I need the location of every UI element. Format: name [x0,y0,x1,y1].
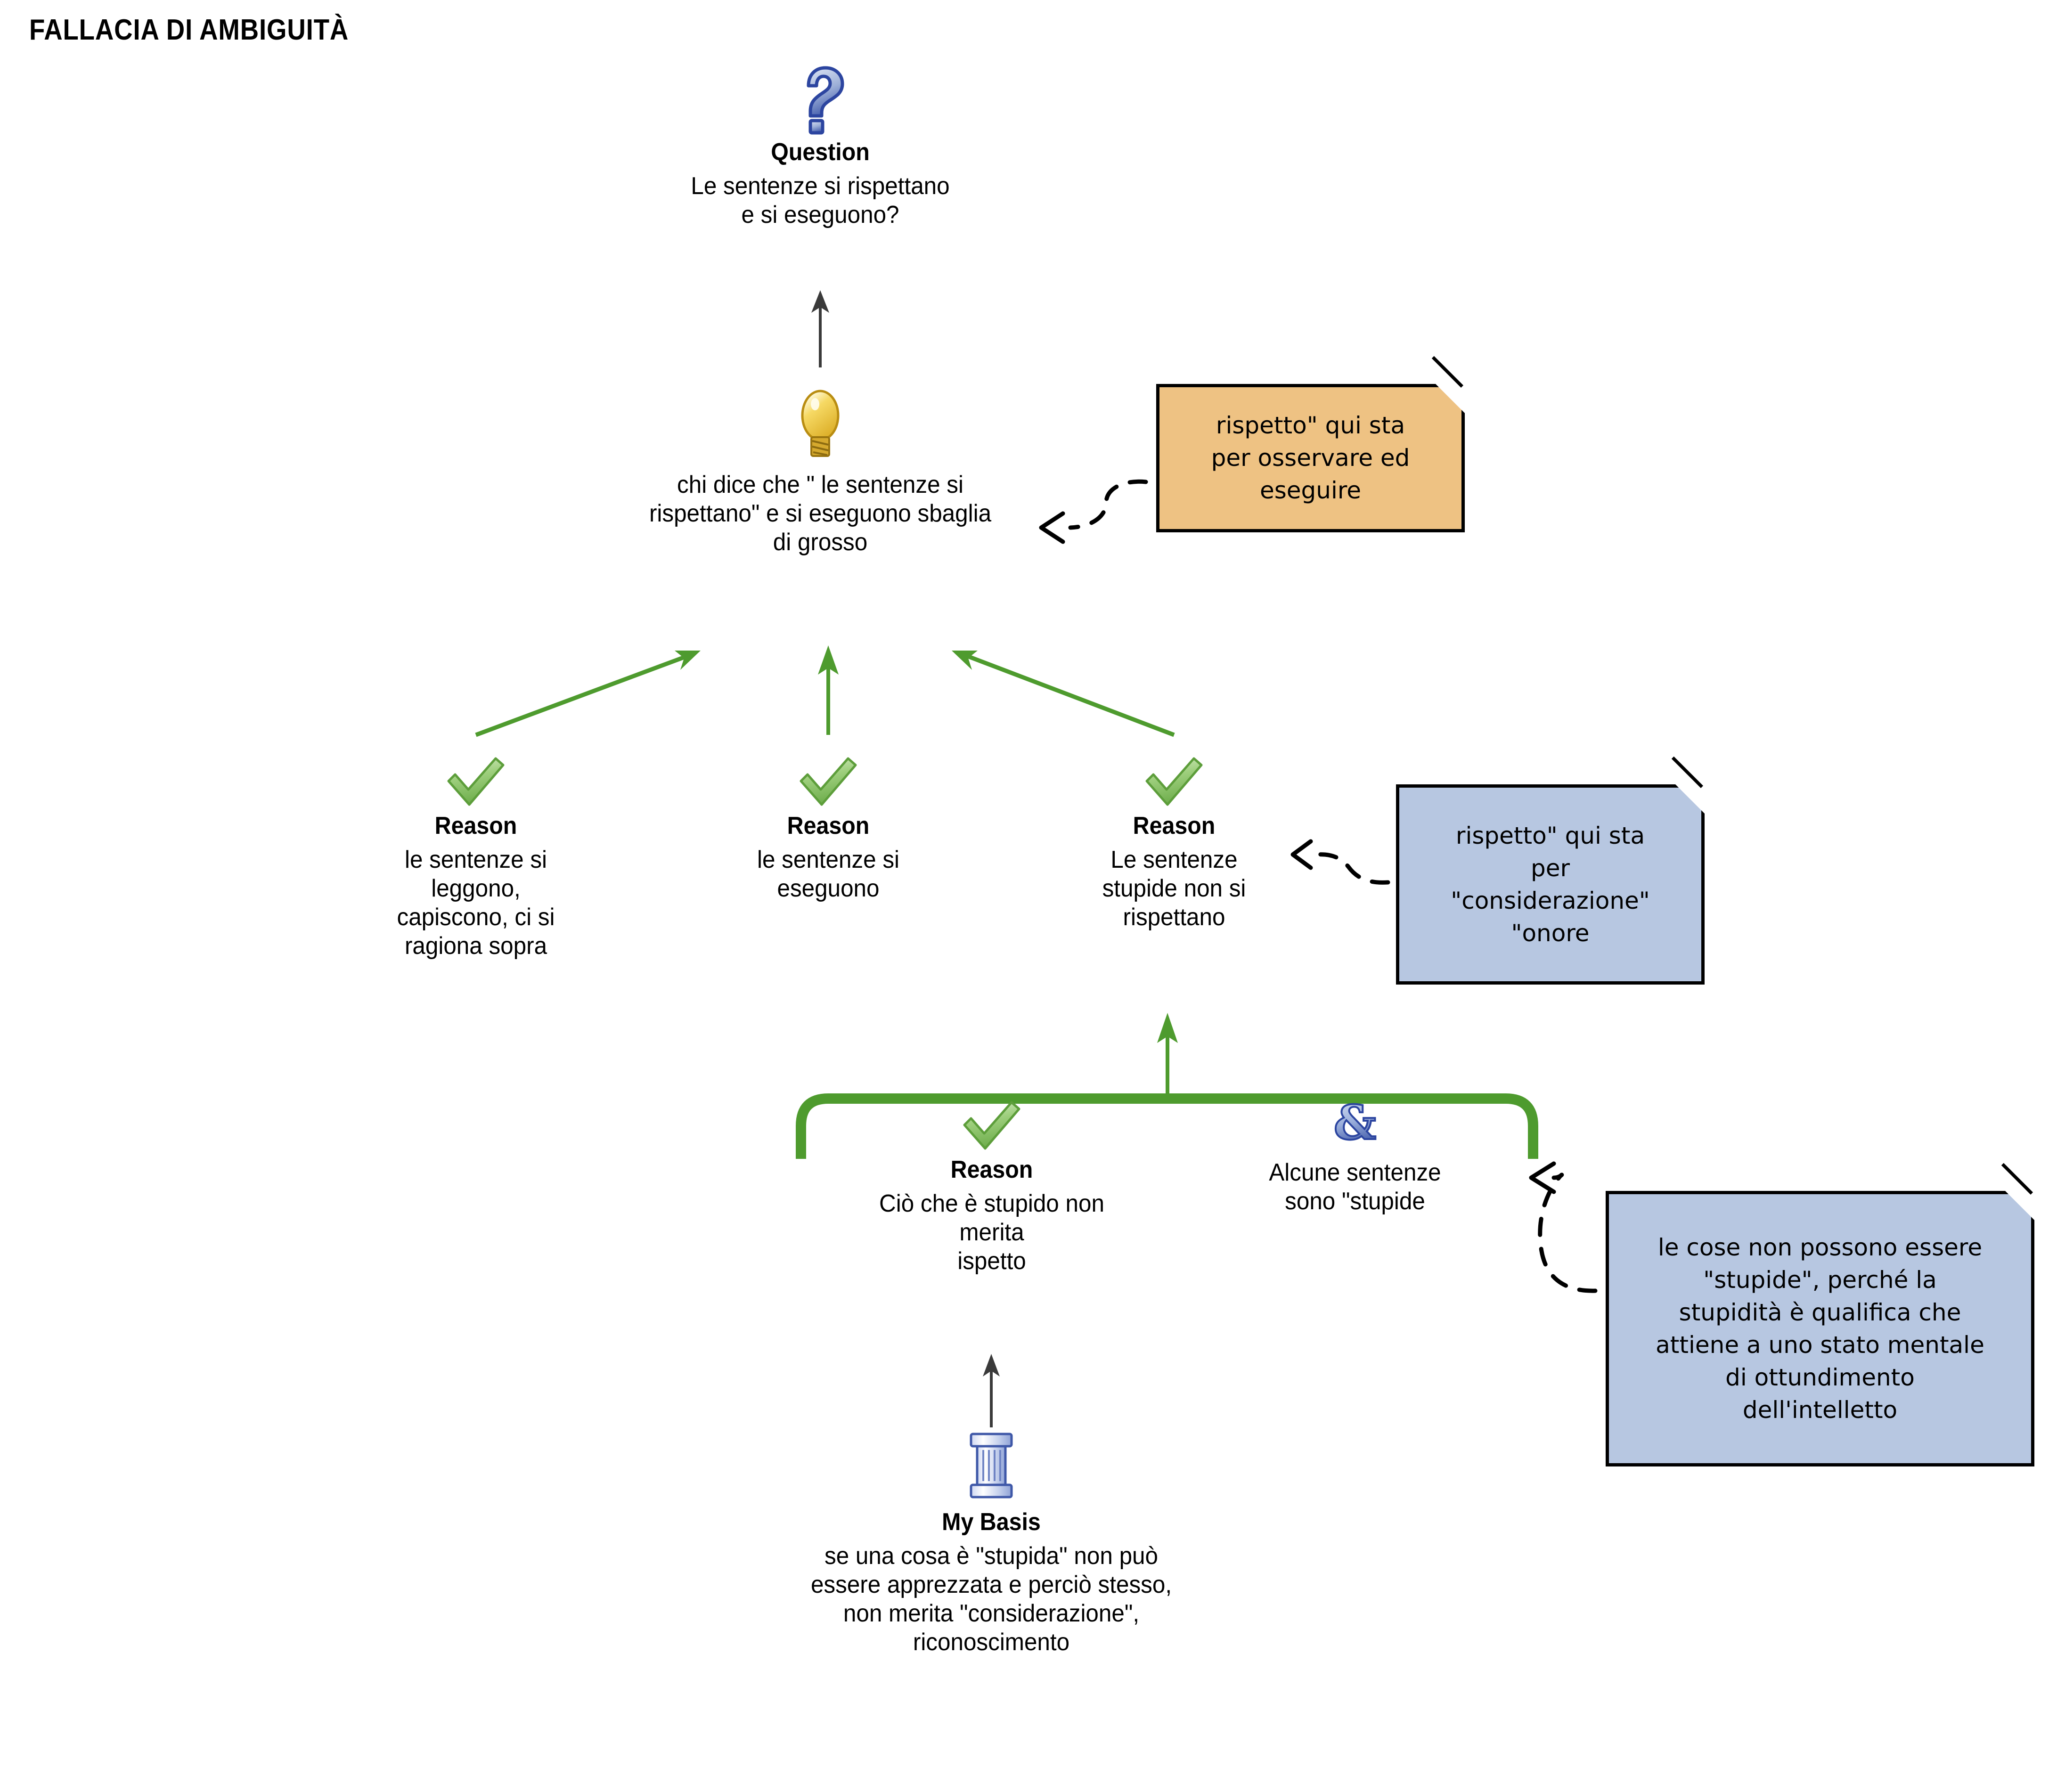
connector-reason2-to-claim [818,645,839,735]
green-check-icon [1056,754,1292,813]
note-fold-corner [1436,384,1465,413]
node-text: chi dice che " le sentenze si rispettano… [649,471,992,556]
node-kind-label: Reason [787,812,870,839]
node-text: se una cosa è "stupida" non può essere a… [810,1542,1172,1656]
note-text: rispetto" qui sta per osservare ed esegu… [1211,412,1410,504]
node-kind-label: My Basis [942,1508,1041,1536]
node-kind-label: Reason [1133,812,1216,839]
note-fold-line [1431,356,1463,388]
node-kind-label: Reason [434,812,517,839]
question-mark-icon [632,61,1009,139]
node-text: Alcune sentenze sono "stupide [1269,1159,1441,1215]
green-check-icon [358,754,594,813]
svg-text:&: & [1334,1098,1376,1149]
connector-reason1-to-claim [475,651,701,737]
note-text: le cose non possono essere "stupide", pe… [1656,1233,1984,1424]
node-claim[interactable]: chi dice che " le sentenze si rispettano… [575,386,1065,556]
node-text: le sentenze si eseguono [757,846,900,902]
note-fold-corner [2005,1191,2034,1220]
connector-claim-to-question [811,290,829,367]
node-text: le sentenze si leggono, capiscono, ci si… [397,846,555,960]
node-reason-1[interactable]: Reason le sentenze si leggono, capiscono… [358,754,594,960]
node-reason-4[interactable]: Reason Ciò che è stupido non merita ispe… [839,1098,1145,1276]
green-check-icon [839,1098,1145,1157]
connector-bracket-to-reason3 [1157,1013,1178,1098]
note-text: rispetto" qui sta per "considerazione" "… [1451,822,1650,947]
connector-basis-to-reason4 [983,1354,1000,1427]
column-icon [732,1431,1250,1509]
node-copremise[interactable]: & Alcune sentenze sono "stupide [1237,1094,1473,1216]
note-fold-line [1671,756,1703,788]
note-fold-corner [1675,784,1705,814]
node-text: Le sentenze si rispettano e si eseguono? [691,172,950,228]
lightbulb-icon [575,386,1065,464]
node-kind-label: Question [771,138,870,166]
page-title: FALLACIA DI AMBIGUITÀ [29,14,349,46]
node-text: Le sentenze stupide non si rispettano [1102,846,1246,931]
connector-reason3-to-claim [952,651,1175,737]
node-reason-2[interactable]: Reason le sentenze si eseguono [710,754,946,903]
note-blue-small[interactable]: rispetto" qui sta per "considerazione" "… [1396,756,1705,985]
connector-note-blue-large-to-copremise [1529,1161,1598,1293]
note-fold-line [2001,1163,2033,1195]
ampersand-icon: & [1237,1094,1473,1152]
connector-note-blue-small-to-reason3 [1290,839,1390,885]
note-blue-large[interactable]: le cose non possono essere "stupide", pe… [1606,1163,2034,1466]
node-question[interactable]: Question Le sentenze si rispettano e si … [632,61,1009,229]
green-check-icon [710,754,946,813]
node-reason-3[interactable]: Reason Le sentenze stupide non si rispet… [1056,754,1292,932]
node-kind-label: Reason [950,1156,1033,1183]
node-my-basis[interactable]: My Basis se una cosa è "stupida" non può… [732,1431,1250,1656]
note-orange[interactable]: rispetto" qui sta per osservare ed esegu… [1156,356,1465,532]
node-text: Ciò che è stupido non merita ispetto [879,1190,1104,1275]
